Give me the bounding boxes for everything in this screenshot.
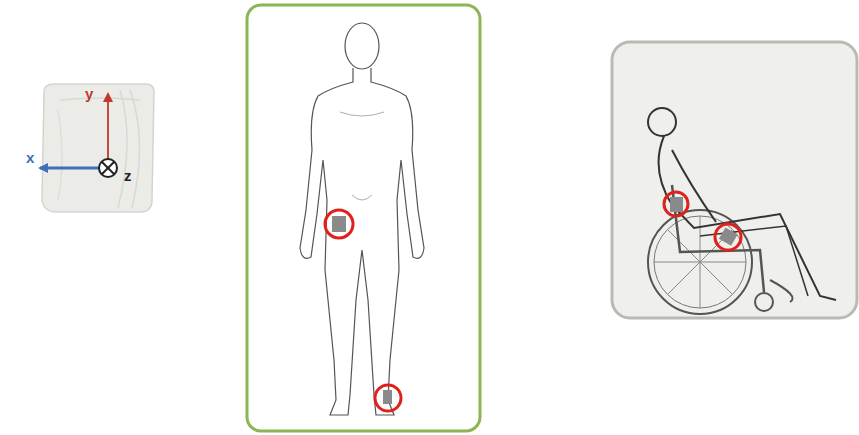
axis-label: x bbox=[26, 150, 34, 165]
axis-label: y bbox=[85, 86, 93, 101]
standing-panel bbox=[247, 5, 480, 431]
sensor-device bbox=[8, 78, 158, 223]
axis-label: z bbox=[124, 168, 132, 183]
wheelchair-panel bbox=[612, 42, 857, 318]
